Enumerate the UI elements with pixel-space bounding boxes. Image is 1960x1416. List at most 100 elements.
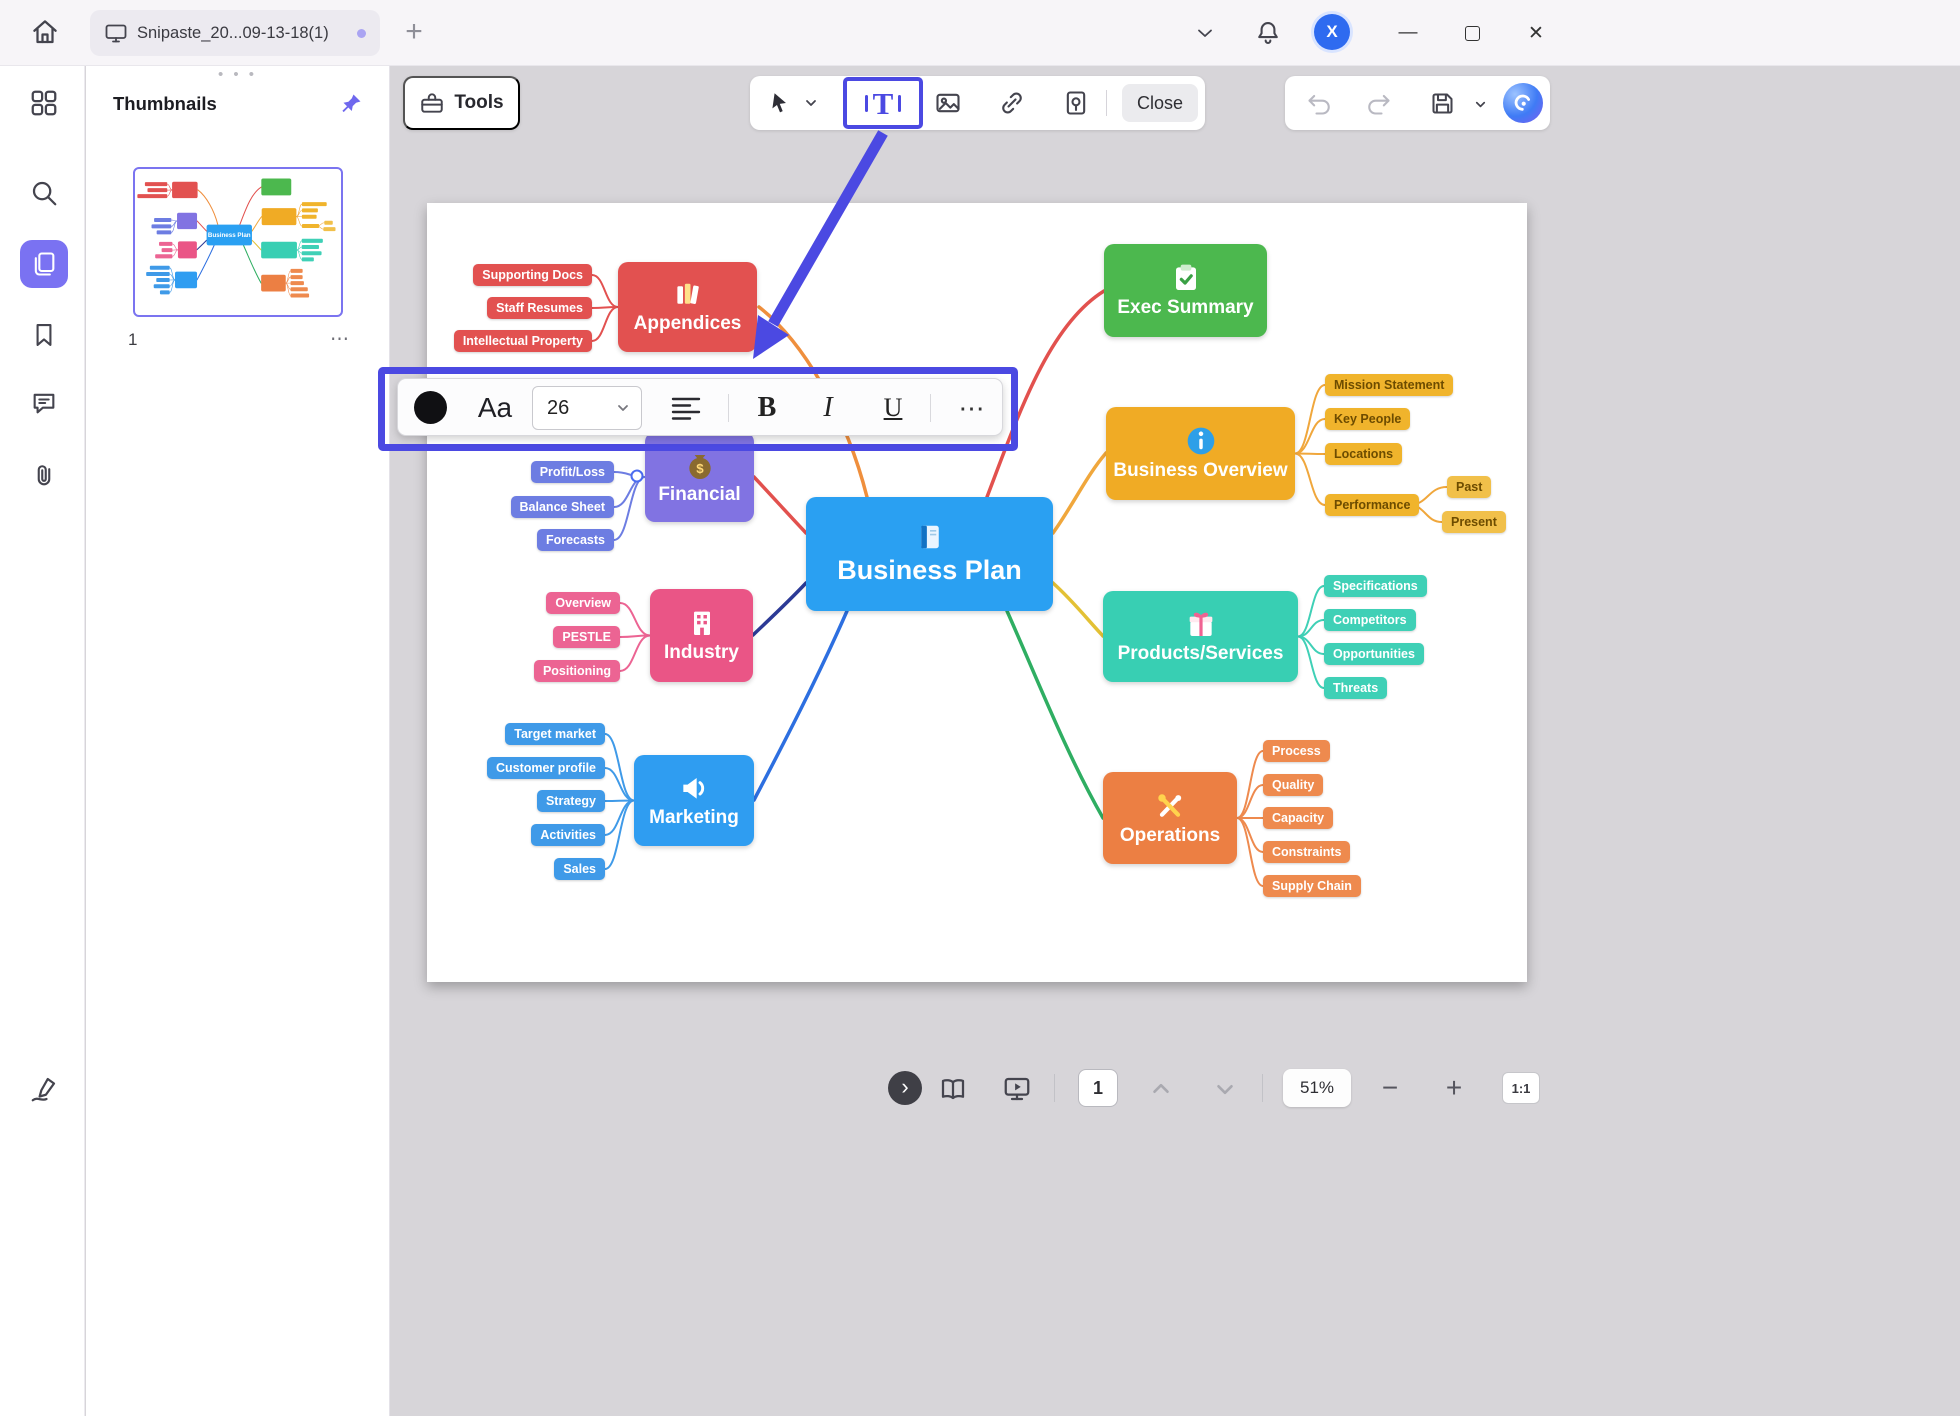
mindmap-subnode-pestle[interactable]: PESTLE: [553, 626, 620, 648]
thumbnail-page-number: 1: [128, 330, 137, 350]
mindmap-node-industry[interactable]: Industry: [650, 589, 753, 682]
sidebar-grid-button[interactable]: [20, 79, 68, 127]
mindmap-subnode-present[interactable]: Present: [1442, 511, 1506, 533]
reading-mode-button[interactable]: [936, 1072, 970, 1106]
mindmap-subnode-past[interactable]: Past: [1447, 476, 1491, 498]
sidebar-signature-button[interactable]: [20, 1065, 68, 1113]
select-tool-chevron-icon[interactable]: [802, 94, 820, 112]
avatar-initial: X: [1314, 14, 1350, 50]
new-tab-button[interactable]: +: [399, 12, 429, 52]
text-tool-button-selected[interactable]: T: [843, 77, 923, 129]
watermark-tool-button[interactable]: [1061, 89, 1091, 117]
bold-button[interactable]: B: [748, 388, 786, 428]
next-page-button[interactable]: [1210, 1074, 1240, 1104]
page-thumbnail[interactable]: Business Plan: [133, 167, 343, 317]
apps-grid-icon: [29, 88, 59, 118]
mindmap-subnode-competitors[interactable]: Competitors: [1324, 609, 1416, 631]
mindmap-subnode-constraints[interactable]: Constraints: [1263, 841, 1350, 863]
mindmap-subnode-strategy[interactable]: Strategy: [537, 790, 605, 812]
notifications-bell-icon[interactable]: [1251, 16, 1285, 50]
mindmap-subnode-staff-resumes[interactable]: Staff Resumes: [487, 297, 592, 319]
link-icon: [998, 89, 1026, 117]
more-format-options-button[interactable]: ⋯: [952, 388, 992, 428]
presentation-mode-button[interactable]: [1000, 1072, 1034, 1106]
previous-page-button[interactable]: [1146, 1074, 1176, 1104]
mindmap-node-marketing[interactable]: Marketing: [634, 755, 754, 846]
zoom-in-button[interactable]: +: [1438, 1072, 1470, 1104]
mindmap-subnode-overview[interactable]: Overview: [546, 592, 620, 614]
mindmap-subnode-specifications[interactable]: Specifications: [1324, 575, 1427, 597]
redo-button[interactable]: [1363, 89, 1393, 117]
mindmap-subnode-balance-sheet[interactable]: Balance Sheet: [511, 496, 614, 518]
mindmap-subnode-opportunities[interactable]: Opportunities: [1324, 643, 1424, 665]
mindmap-subnode-positioning[interactable]: Positioning: [534, 660, 620, 682]
mindmap-subnode-profit-loss[interactable]: Profit/Loss: [531, 461, 614, 483]
pin-icon[interactable]: [337, 90, 365, 118]
link-tool-button[interactable]: [997, 89, 1027, 117]
mindmap-subnode-capacity[interactable]: Capacity: [1263, 807, 1333, 829]
tab-modified-dot: [357, 29, 366, 38]
sidebar-bookmarks-button[interactable]: [20, 311, 68, 359]
mindmap-subnode-customer-profile[interactable]: Customer profile: [487, 757, 605, 779]
ai-assistant-button[interactable]: [1503, 83, 1543, 123]
mindmap-subnode-supply-chain[interactable]: Supply Chain: [1263, 875, 1361, 897]
underline-button[interactable]: U: [872, 388, 914, 428]
italic-button[interactable]: I: [810, 388, 846, 428]
close-edit-button[interactable]: Close: [1122, 84, 1198, 122]
mindmap-subnode-mission-statement[interactable]: Mission Statement: [1325, 374, 1453, 396]
mindmap-node-business-overview[interactable]: Business Overview: [1106, 407, 1295, 500]
undo-button[interactable]: [1305, 89, 1335, 117]
sidebar-thumbnails-button[interactable]: [20, 240, 68, 288]
save-options-chevron-icon[interactable]: [1471, 96, 1489, 112]
font-family-button[interactable]: Aa: [472, 388, 518, 428]
sidebar-attachments-button[interactable]: [20, 451, 68, 499]
expand-panel-button[interactable]: ›: [888, 1071, 922, 1105]
mindmap-subnode-locations[interactable]: Locations: [1325, 443, 1402, 465]
mindmap-subnode-sales[interactable]: Sales: [554, 858, 605, 880]
window-maximize-button[interactable]: [1455, 16, 1489, 50]
document-tab[interactable]: Snipaste_20...09-13-18(1): [90, 10, 380, 56]
actual-size-button[interactable]: 1:1: [1502, 1072, 1540, 1104]
current-page-box[interactable]: 1: [1078, 1069, 1118, 1107]
font-size-dropdown[interactable]: 26: [532, 386, 642, 430]
thumbnail-more-button[interactable]: ⋯: [330, 328, 349, 351]
text-cursor-bracket: [865, 95, 868, 112]
sidebar-search-button[interactable]: [20, 169, 68, 217]
select-tool-button[interactable]: [764, 88, 796, 118]
mindmap-subnode-target-market[interactable]: Target market: [505, 723, 605, 745]
document-page[interactable]: Business Plan Appendices Supporting DocsSt…: [427, 203, 1527, 982]
zoom-level-button[interactable]: 51%: [1283, 1069, 1351, 1107]
mindmap-node-appendices[interactable]: Appendices: [618, 262, 757, 352]
mindmap-subnode-supporting-docs[interactable]: Supporting Docs: [473, 264, 592, 286]
tools-icon: [1153, 790, 1187, 822]
mindmap-node-business-plan[interactable]: Business Plan: [806, 497, 1053, 611]
book-icon: [912, 522, 948, 552]
mindmap-subnode-performance[interactable]: Performance: [1325, 494, 1419, 516]
window-close-button[interactable]: ✕: [1519, 16, 1553, 50]
zoom-out-button[interactable]: −: [1374, 1072, 1406, 1104]
sidebar-comments-button[interactable]: [20, 379, 68, 427]
mindmap-node-products-services[interactable]: Products/Services: [1103, 591, 1298, 682]
mindmap-node-exec-summary[interactable]: Exec Summary: [1104, 244, 1267, 337]
search-icon: [29, 178, 59, 208]
font-size-value: 26: [547, 397, 569, 420]
mindmap-subnode-intellectual-property[interactable]: Intellectual Property: [454, 330, 592, 352]
panel-drag-handle[interactable]: • • •: [86, 66, 389, 83]
home-button[interactable]: [26, 13, 64, 51]
mindmap-subnode-process[interactable]: Process: [1263, 740, 1330, 762]
mindmap-subnode-key-people[interactable]: Key People: [1325, 408, 1410, 430]
tools-button[interactable]: Tools: [403, 76, 520, 130]
mindmap-subnode-quality[interactable]: Quality: [1263, 774, 1323, 796]
mindmap-subnode-activities[interactable]: Activities: [531, 824, 605, 846]
titlebar-chevron-down-icon[interactable]: [1188, 16, 1222, 50]
image-tool-button[interactable]: [933, 89, 963, 117]
window-minimize-button[interactable]: —: [1391, 16, 1425, 50]
font-color-button[interactable]: [414, 391, 447, 424]
mindmap-node-operations[interactable]: Operations: [1103, 772, 1237, 864]
text-align-button[interactable]: [670, 395, 702, 421]
account-avatar[interactable]: X: [1311, 11, 1353, 53]
mindmap-subnode-threats[interactable]: Threats: [1324, 677, 1387, 699]
mindmap-subnode-forecasts[interactable]: Forecasts: [537, 529, 614, 551]
format-toolbar-highlight-box: Aa 26 B I U ⋯: [378, 367, 1018, 451]
save-button[interactable]: [1427, 89, 1457, 117]
